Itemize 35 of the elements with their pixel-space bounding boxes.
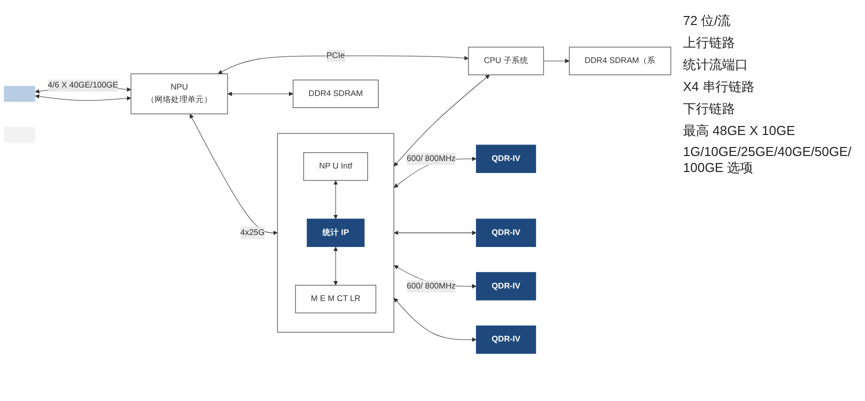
note-text: 72 位/流	[683, 12, 732, 30]
arrow	[333, 246, 338, 286]
node-box: NPU （网络处理单元）	[130, 74, 228, 114]
arrow	[394, 298, 476, 342]
edge-label: PCIe	[326, 51, 345, 60]
note-text: 统计流端口	[683, 56, 749, 74]
node-box: QDR-IV	[476, 218, 536, 248]
node-box: DDR4 SDRAM	[292, 80, 379, 108]
node-bar	[4, 86, 36, 102]
edge-label: 600/ 800MHz	[406, 154, 456, 164]
note-text: 上行链路	[683, 34, 736, 52]
arrow	[218, 56, 469, 74]
arrow	[34, 94, 132, 101]
node-box: M E M CT LR	[295, 285, 376, 314]
note-text: 1G/10GE/25GE/40GE/50GE/100GE 选项	[683, 144, 852, 177]
note-text: 最高 48GE X 10GE	[683, 122, 796, 140]
node-box: QDR-IV	[476, 272, 536, 301]
node-box: 统计 IP	[306, 218, 365, 248]
arrow	[394, 74, 490, 167]
node-box: NP U Intf	[303, 152, 368, 181]
node-box: DDR4 SDRAM（系	[569, 47, 672, 76]
arrow	[333, 180, 338, 220]
edge-label: 600/ 800MHz	[406, 282, 456, 291]
node-box: QDR-IV	[476, 144, 536, 174]
edge-label: 4x25G	[240, 228, 265, 238]
note-text: X4 串行链路	[683, 78, 756, 96]
edge-label: 4/6 X 40GE/100GE	[48, 81, 118, 90]
arrow	[190, 114, 278, 236]
arrow	[394, 230, 476, 236]
cluster	[277, 133, 394, 333]
node-box: QDR-IV	[476, 326, 536, 354]
arrow	[228, 92, 294, 96]
node-box: CPU 子系统	[468, 47, 544, 76]
arrow	[543, 58, 570, 64]
note-text: 下行链路	[683, 100, 736, 118]
